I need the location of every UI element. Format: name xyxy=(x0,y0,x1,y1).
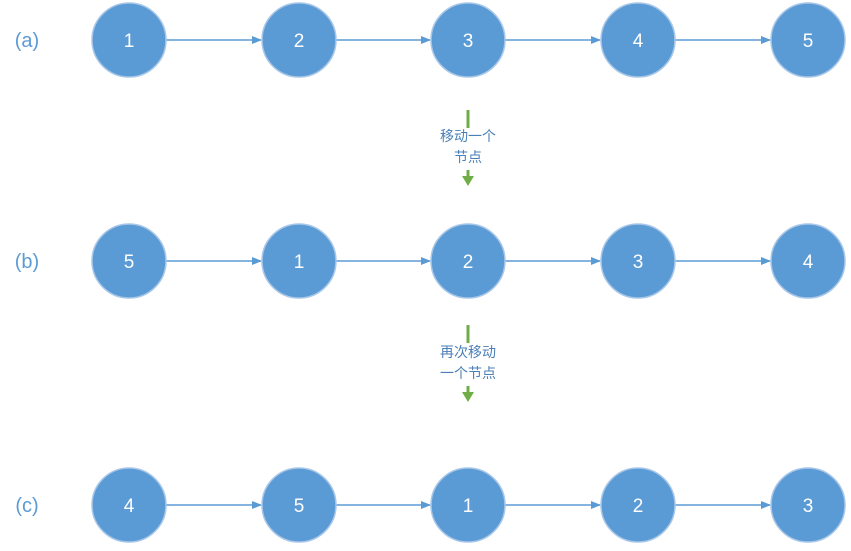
node-value: 2 xyxy=(463,252,474,273)
list-node: 2 xyxy=(430,223,506,299)
down-arrow-icon xyxy=(462,392,474,402)
node-circle xyxy=(430,223,506,299)
step-text: 节点 xyxy=(454,150,482,166)
rows-layer: (a) 1 2 3 4 5 (b) 5 1 2 3 4 (c) 4 5 1 2 3 xyxy=(15,2,846,543)
node-value: 3 xyxy=(633,252,644,273)
node-circle xyxy=(770,2,846,78)
step-text: 再次移动 xyxy=(440,345,496,361)
node-value: 5 xyxy=(124,252,135,273)
node-circle xyxy=(430,2,506,78)
node-value: 5 xyxy=(803,31,814,52)
node-value: 1 xyxy=(124,31,135,52)
node-circle xyxy=(261,467,337,543)
node-circle xyxy=(91,467,167,543)
node-circle xyxy=(600,2,676,78)
list-node: 2 xyxy=(261,2,337,78)
list-node: 5 xyxy=(770,2,846,78)
node-circle xyxy=(91,2,167,78)
list-node: 1 xyxy=(91,2,167,78)
node-circle xyxy=(91,223,167,299)
linked-list-row: (a) 1 2 3 4 5 xyxy=(15,2,846,78)
down-arrow-icon xyxy=(462,176,474,186)
linked-list-row: (b) 5 1 2 3 4 xyxy=(15,223,846,299)
node-circle xyxy=(261,2,337,78)
row-label: (b) xyxy=(15,251,39,273)
node-circle xyxy=(430,467,506,543)
step-text: 一个节点 xyxy=(440,366,496,382)
step-text: 移动一个 xyxy=(440,129,496,145)
list-node: 1 xyxy=(261,223,337,299)
linked-list-row: (c) 4 5 1 2 3 xyxy=(15,467,846,543)
list-node: 3 xyxy=(600,223,676,299)
node-circle xyxy=(770,223,846,299)
node-value: 1 xyxy=(294,252,305,273)
row-label: (a) xyxy=(15,30,39,52)
list-node: 2 xyxy=(600,467,676,543)
node-circle xyxy=(600,223,676,299)
list-node: 5 xyxy=(91,223,167,299)
list-node: 3 xyxy=(770,467,846,543)
node-value: 4 xyxy=(633,31,644,52)
node-value: 4 xyxy=(803,252,814,273)
node-value: 5 xyxy=(294,496,305,517)
node-value: 1 xyxy=(463,496,474,517)
list-node: 5 xyxy=(261,467,337,543)
node-circle xyxy=(600,467,676,543)
node-circle xyxy=(261,223,337,299)
row-label: (c) xyxy=(15,495,38,517)
list-node: 4 xyxy=(600,2,676,78)
node-value: 4 xyxy=(124,496,135,517)
list-node: 4 xyxy=(770,223,846,299)
node-value: 3 xyxy=(463,31,474,52)
node-value: 2 xyxy=(294,31,305,52)
list-node: 3 xyxy=(430,2,506,78)
list-node: 1 xyxy=(430,467,506,543)
node-circle xyxy=(770,467,846,543)
list-node: 4 xyxy=(91,467,167,543)
node-value: 3 xyxy=(803,496,814,517)
node-value: 2 xyxy=(633,496,644,517)
